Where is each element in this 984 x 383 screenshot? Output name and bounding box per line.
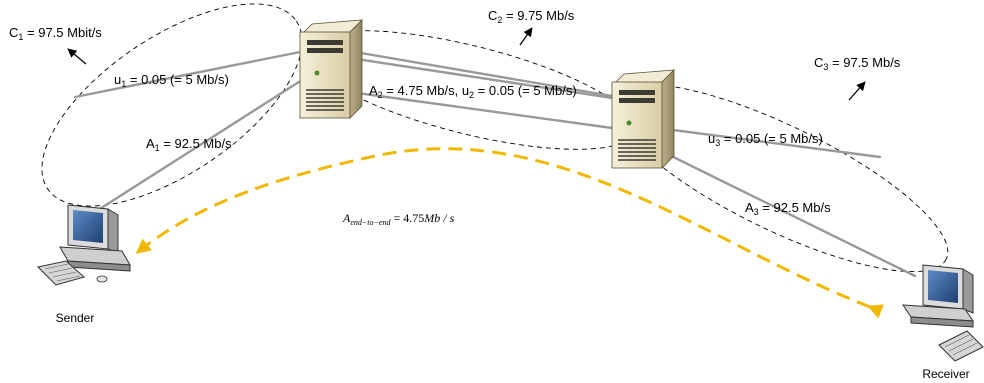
desktop-computer-icon	[36, 204, 131, 286]
link-1-line-stub	[73, 50, 302, 99]
link-2-line-upper	[353, 50, 614, 98]
link-2-line	[348, 56, 614, 100]
c1-arrow	[67, 48, 87, 65]
link-1-capacity-label: C1 = 97.5 Mbit/s	[9, 25, 102, 42]
link-1-utilization-label: u1 = 0.05 (= 5 Mb/s)	[114, 72, 229, 89]
end-to-end-path-arrow	[135, 147, 884, 319]
link-2-capacity-label: C2 = 9.75 Mb/s	[488, 8, 575, 25]
link-3-line-right	[656, 126, 882, 159]
server-tower-icon	[610, 69, 676, 169]
server-tower-icon	[298, 19, 364, 119]
network-links	[73, 50, 917, 278]
link-2-line-lower	[348, 90, 614, 130]
link-3-available-label: A3 = 92.5 Mb/s	[745, 200, 831, 217]
link-3-scope-ellipse	[611, 83, 949, 273]
link-1-available-label: A1 = 92.5 Mb/s	[146, 136, 232, 153]
c3-arrow	[848, 81, 866, 101]
link-2-available-utilization-label: A2 = 4.75 Mb/s, u2 = 0.05 (= 5 Mb/s)	[369, 83, 577, 100]
c2-arrow	[519, 27, 533, 46]
link-3-utilization-label: u3 = 0.05 (= 5 Mb/s)	[708, 131, 823, 148]
receiver-label: Receiver	[922, 367, 969, 381]
link-1-line-sender	[93, 78, 304, 214]
link-3-capacity-label: C3 = 97.5 Mb/s	[814, 55, 901, 72]
desktop-computer-icon	[902, 264, 984, 362]
sender-label: Sender	[56, 311, 95, 325]
end-to-end-formula: Aend−to−end = 4.75Mb / s	[342, 211, 455, 227]
